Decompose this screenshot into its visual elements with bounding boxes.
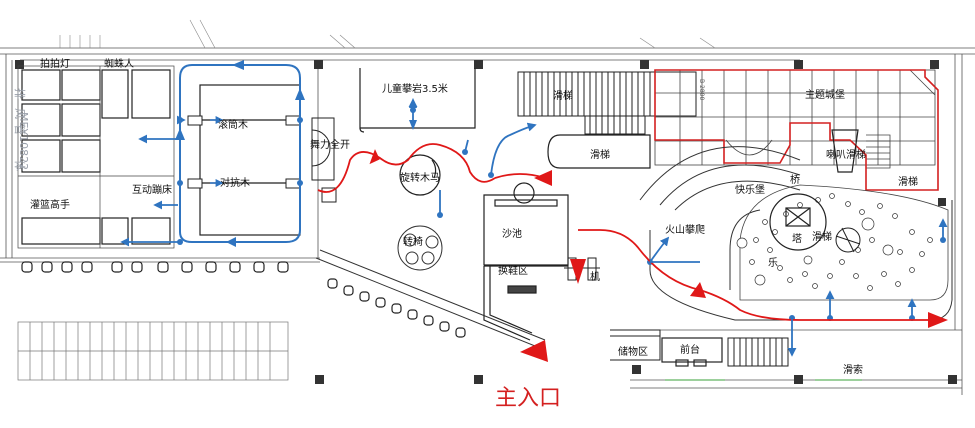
label-le: 乐 xyxy=(768,257,778,269)
blue-loop-flow xyxy=(179,64,301,243)
label-main-entrance: 主入口 xyxy=(495,386,561,411)
label-shoe-change: 换鞋区 xyxy=(498,264,528,277)
castle-outline xyxy=(654,69,939,191)
label-front-desk: 前台 xyxy=(680,343,700,356)
shoe-change-area xyxy=(483,265,568,341)
structural-columns xyxy=(15,60,957,384)
label-horn-slide: 喇叭滑梯 xyxy=(826,148,866,161)
bottom-left-stairs xyxy=(17,321,289,381)
carousel xyxy=(399,154,441,196)
label-layer: 拍拍灯 蜘蛛人 滚筒木 对抗木 互动蹦床 灌篮高手 儿童攀岩3.5米 舞力全开 … xyxy=(13,57,918,411)
label-slide-right: 滑梯 xyxy=(898,175,918,188)
label-slide-tower: 滑梯 xyxy=(812,230,832,243)
label-slide-middle: 滑梯 xyxy=(590,148,610,161)
label-tower: 塔 xyxy=(792,232,802,245)
diagonal-wall xyxy=(315,249,546,349)
climbing-wall-structure xyxy=(359,68,476,133)
slide-tube-middle xyxy=(547,134,651,169)
label-guan-lan-gao-shou: 灌篮高手 xyxy=(30,198,70,211)
tower xyxy=(769,193,827,251)
slide-stair-block xyxy=(517,71,697,135)
ball-pit-region xyxy=(739,184,949,301)
faint-wall-text-4: MEY10822 xyxy=(17,112,30,170)
label-storage: 储物区 xyxy=(618,345,648,358)
rotating-chair xyxy=(397,225,443,271)
horn-slide xyxy=(831,129,859,173)
blue-left-arrows xyxy=(120,115,186,247)
label-hu-dong-beng-chuang: 互动蹦床 xyxy=(132,183,172,196)
faint-wall-text-5: 体 xyxy=(13,160,27,171)
left-room-grid xyxy=(21,69,171,245)
label-rotating-chair: 转椅 xyxy=(403,235,423,248)
left-room-outline xyxy=(17,65,175,249)
small-dimension-note: B 2800 xyxy=(698,79,705,100)
balance-beam-course xyxy=(190,84,301,236)
label-bridge: 桥 xyxy=(790,174,800,186)
faint-wall-text-3: 管 xyxy=(13,124,27,135)
label-castle: 主题城堡 xyxy=(805,88,845,101)
storage-area xyxy=(610,329,661,361)
front-desk xyxy=(661,337,723,367)
blue-loop-arrowheads xyxy=(175,60,305,247)
faint-wall-text-1: 排 xyxy=(13,88,27,99)
blue-diamond-arrows xyxy=(409,98,417,130)
label-happy-fort: 快乐堡 xyxy=(735,183,765,196)
ball-pit-balls xyxy=(736,193,933,291)
bottom-ball-row xyxy=(21,261,289,273)
diagonal-seat-row xyxy=(327,278,466,338)
label-spider-man: 蜘蛛人 xyxy=(104,57,134,70)
label-machine: 机 xyxy=(590,270,600,283)
top-wall-hatch xyxy=(59,19,716,49)
red-flow-arrowheads xyxy=(369,149,948,362)
label-carousel: 旋转木马 xyxy=(400,171,440,184)
fan-slide xyxy=(835,227,861,253)
zipline xyxy=(727,337,789,367)
label-pai-pai-deng: 拍拍灯 xyxy=(40,57,70,70)
volcano-climb-arcs xyxy=(639,146,953,321)
label-slide-top: 滑梯 xyxy=(553,89,573,102)
label-gun-tong-mu: 滚筒木 xyxy=(218,118,248,131)
label-dance: 舞力全开 xyxy=(310,138,350,151)
label-volcano-climb: 火山攀爬 xyxy=(665,223,705,236)
label-dui-kang-mu: 对抗木 xyxy=(220,176,250,189)
red-main-flow xyxy=(317,143,935,321)
label-climbing-wall: 儿童攀岩3.5米 xyxy=(382,82,448,95)
label-zipline: 滑索 xyxy=(843,363,863,376)
sand-pit xyxy=(483,182,569,266)
label-sand-pit: 沙池 xyxy=(502,227,522,240)
castle-grid xyxy=(654,69,936,169)
blue-inner-arrows xyxy=(210,116,224,187)
faint-wall-text-2: 风 xyxy=(13,108,26,119)
dance-stage xyxy=(311,117,337,203)
